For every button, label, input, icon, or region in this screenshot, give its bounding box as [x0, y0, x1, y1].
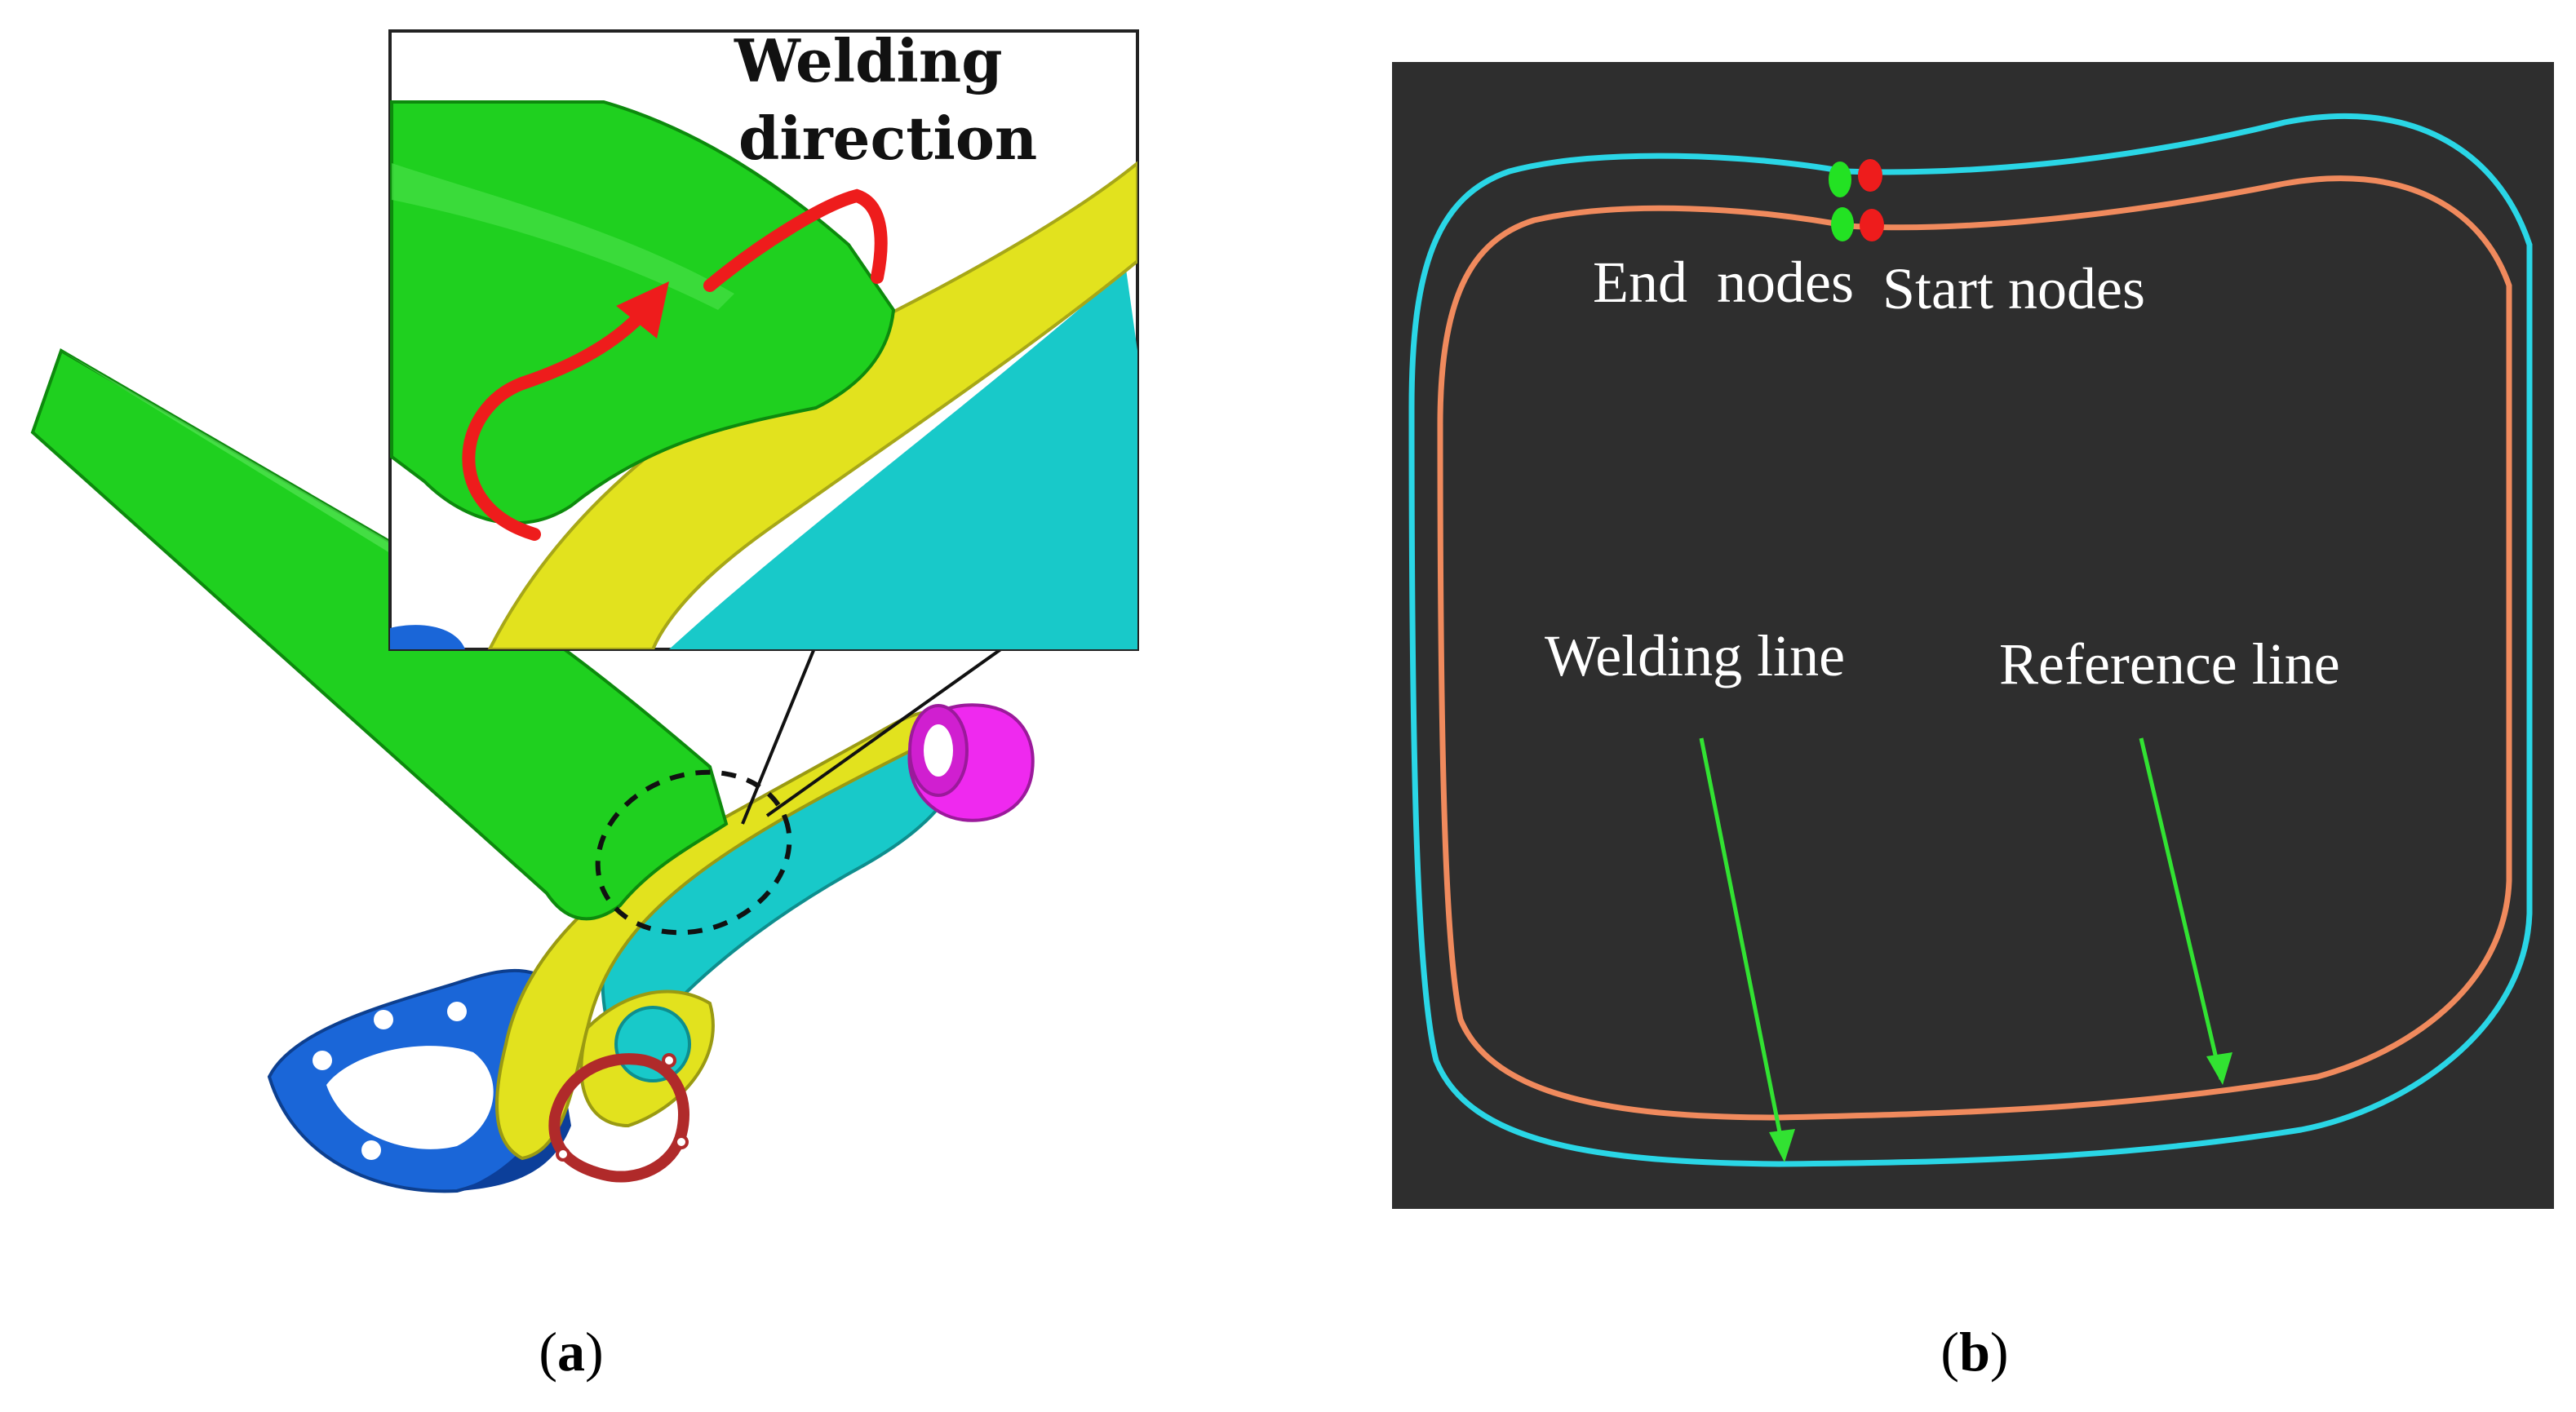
- panel-a: Welding direction (a): [30, 26, 1139, 1383]
- leader-line-left: [741, 644, 818, 825]
- reference-line-pointer-head: [2206, 1052, 2232, 1085]
- start-node-inner: [1860, 209, 1884, 241]
- welding-line-pointer: [1699, 737, 1787, 1157]
- bracket-hole: [374, 1010, 393, 1029]
- welding-line-label: Welding line: [1545, 623, 1845, 688]
- end-node-inner: [1831, 207, 1854, 241]
- start-node-outer: [1858, 159, 1882, 192]
- gasket: [548, 1053, 689, 1183]
- start-nodes-label: Start nodes: [1882, 256, 2145, 321]
- bracket-shadow: [457, 1077, 571, 1191]
- callout-line-2: direction: [738, 104, 1037, 173]
- reference-line-pointer: [2139, 737, 2224, 1080]
- welding-direction-arrow: [462, 281, 670, 541]
- arm-hub: [614, 1006, 691, 1082]
- bracket-hole: [313, 1051, 332, 1070]
- reference-line-label: Reference line: [1999, 631, 2340, 697]
- bushing: [907, 703, 1035, 822]
- callout-line-1: Welding: [734, 26, 1003, 95]
- blue-bracket-inner: [326, 1046, 494, 1149]
- caption-a: (a): [539, 1321, 603, 1383]
- welding-line-pointer-head: [1769, 1129, 1795, 1162]
- end-node-outer: [1829, 162, 1851, 197]
- panel-b-background: [1392, 62, 2554, 1209]
- end-nodes-label: End nodes: [1593, 250, 1854, 315]
- weld-zone-marker: [595, 769, 792, 936]
- leader-line-right: [765, 643, 1009, 817]
- caption-b: (b): [1940, 1321, 2008, 1383]
- welding-line-path: [1408, 113, 2533, 1167]
- bracket-hole: [361, 1140, 381, 1160]
- bracket-hole: [447, 1002, 467, 1021]
- welding-direction-arrow-top: [703, 188, 888, 292]
- reference-line-path: [1437, 175, 2512, 1121]
- panel-b: End nodes Start nodes Welding line Refer…: [1392, 62, 2554, 1383]
